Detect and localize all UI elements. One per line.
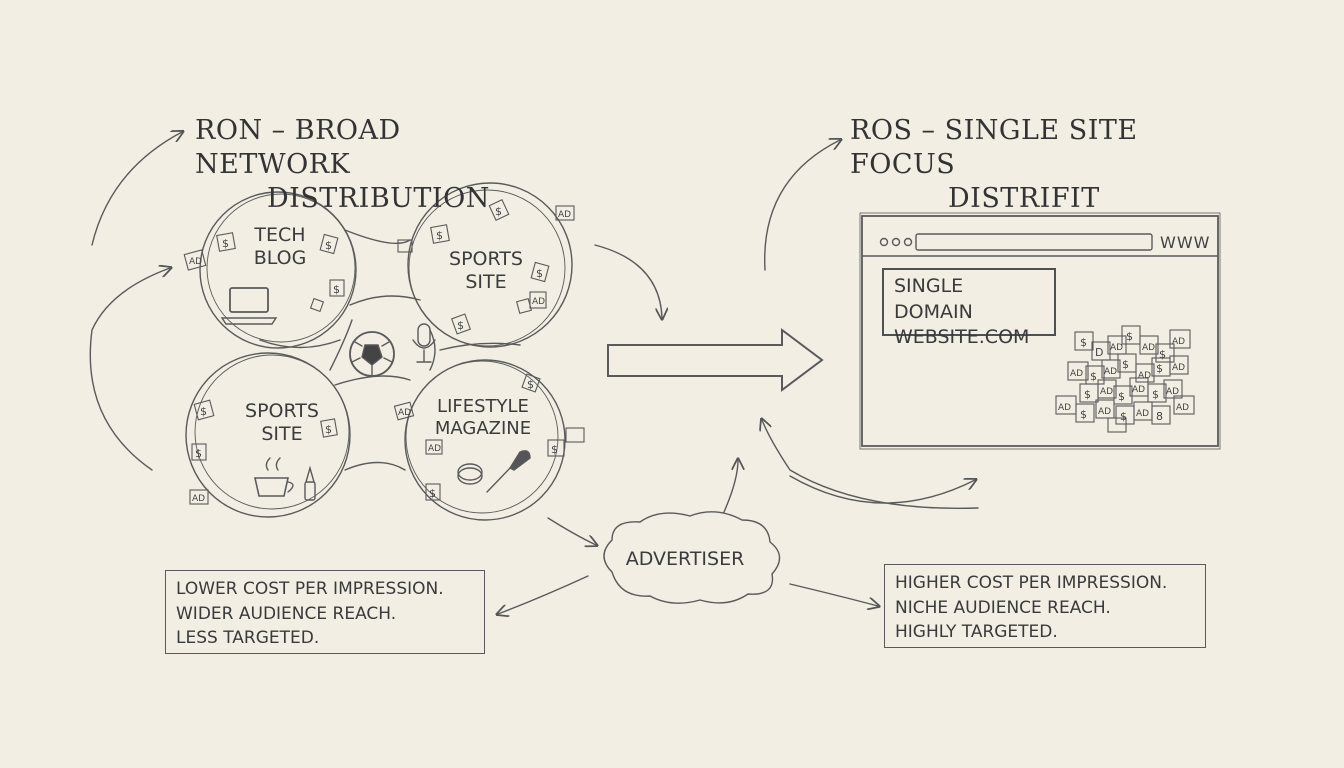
ros-title: ROS – SINGLE SITE FOCUS DISTRIFIT [850, 114, 1250, 215]
coffee-cup-icon [254, 457, 294, 497]
svg-text:AD: AD [532, 297, 545, 307]
svg-text:$: $ [1084, 388, 1091, 401]
svg-text:$: $ [222, 237, 229, 250]
svg-text:$: $ [436, 229, 443, 242]
ros-notes-box: HIGHER COST PER IMPRESSION. NICHE AUDIEN… [884, 564, 1206, 648]
svg-text:AD: AD [189, 257, 202, 267]
svg-text:$: $ [325, 423, 332, 436]
svg-text:$: $ [325, 239, 332, 252]
svg-text:$: $ [333, 283, 340, 296]
single-domain-box: SINGLE DOMAIN WEBSITE.COM [882, 268, 1056, 348]
svg-text:$: $ [495, 205, 502, 218]
site-label-sports-top: SPORTS SITE [449, 248, 523, 293]
browser-url-text: WWW [1160, 233, 1211, 252]
ron-title: RON – BROAD NETWORK DISTRIBUTION [195, 114, 555, 215]
svg-text:$: $ [200, 405, 207, 418]
svg-text:$: $ [536, 267, 543, 280]
laptop-icon [220, 287, 278, 325]
svg-text:AD: AD [1136, 409, 1149, 419]
left-curve-arrow [89, 268, 170, 471]
browser-window [859, 212, 1221, 450]
ron-note-targeting: LESS TARGETED. [176, 628, 320, 649]
top-left-curve-arrow [91, 132, 182, 246]
site-label-tech-blog: TECH BLOG [253, 224, 307, 269]
site-label-sports-bottom: SPORTS SITE [245, 400, 319, 445]
svg-text:$: $ [1126, 330, 1133, 343]
svg-text:AD: AD [1100, 387, 1113, 397]
svg-text:$: $ [195, 447, 202, 460]
ron-to-ros-arrow [607, 328, 824, 392]
ron-title-line1: RON – BROAD NETWORK [195, 115, 401, 180]
svg-text:$: $ [551, 443, 558, 456]
svg-text:AD: AD [1138, 371, 1151, 381]
ron-to-advertiser-arrow [547, 517, 596, 545]
svg-text:$: $ [457, 319, 464, 332]
compact-icon [457, 463, 483, 485]
svg-text:AD: AD [192, 494, 205, 504]
svg-text:AD: AD [1104, 367, 1117, 377]
svg-text:AD: AD [558, 210, 571, 220]
svg-text:AD: AD [428, 444, 441, 454]
svg-text:AD: AD [1058, 403, 1071, 413]
ros-note-cost: HIGHER COST PER IMPRESSION. [895, 573, 1168, 593]
domain-line2: WEBSITE.COM [894, 326, 1030, 349]
ron-ad-tags [183, 199, 585, 505]
domain-line1: SINGLE DOMAIN [894, 275, 973, 323]
ron-title-line2: DISTRIBUTION [267, 182, 490, 214]
advertiser-to-ros-note-arrow [789, 583, 878, 606]
svg-text:$: $ [527, 378, 534, 391]
advertiser-label: ADVERTISER [625, 548, 745, 570]
site-label-lifestyle: LIFESTYLE MAGAZINE [434, 396, 532, 439]
advertiser-to-ron-arrow [498, 575, 589, 614]
svg-text:D: D [1095, 346, 1103, 359]
ros-title-line1: ROS – SINGLE SITE FOCUS [850, 115, 1138, 180]
svg-text:AD: AD [1166, 387, 1179, 397]
ros-note-targeting: HIGHLY TARGETED. [895, 622, 1058, 643]
lipstick-icon [304, 465, 316, 501]
svg-text:AD: AD [398, 408, 411, 418]
ron-note-cost: LOWER COST PER IMPRESSION. [176, 579, 444, 599]
svg-text:AD: AD [1098, 407, 1111, 417]
svg-text:AD: AD [1172, 363, 1185, 373]
ron-notes-box: LOWER COST PER IMPRESSION. WIDER AUDIENC… [165, 570, 485, 654]
ron-network-cluster [185, 182, 573, 521]
ron-note-reach: WIDER AUDIENCE REACH. [176, 603, 397, 624]
svg-text:$: $ [1120, 410, 1127, 423]
ros-note-reach: NICHE AUDIENCE REACH. [895, 597, 1111, 618]
makeup-brush-icon [486, 450, 531, 493]
advertiser-to-browser-arrow [723, 460, 738, 513]
ad-tag-cluster [1055, 325, 1195, 433]
ros-title-line2: DISTRIFIT [948, 182, 1100, 214]
svg-text:$: $ [1080, 408, 1087, 421]
svg-text:AD: AD [1110, 343, 1123, 353]
svg-text:AD: AD [1142, 343, 1155, 353]
svg-text:$: $ [1080, 336, 1087, 349]
svg-text:AD: AD [1070, 369, 1083, 379]
microphone-icon [412, 323, 436, 363]
svg-text:AD: AD [1176, 403, 1189, 413]
svg-text:$: $ [1156, 362, 1163, 375]
svg-text:$: $ [1118, 390, 1125, 403]
ros-upswing-arrow [789, 475, 975, 504]
svg-text:$: $ [429, 487, 436, 500]
svg-text:$: $ [1090, 370, 1097, 383]
ron-to-browser-curve-arrow [594, 244, 662, 318]
ros-top-curve-arrow [764, 140, 840, 271]
svg-text:8: 8 [1156, 410, 1163, 423]
advertiser-cloud [603, 511, 781, 604]
ros-feedback-arrow [762, 420, 979, 510]
svg-text:$: $ [1152, 388, 1159, 401]
svg-text:$: $ [1159, 348, 1166, 361]
soccer-ball-icon [349, 331, 395, 377]
svg-text:AD: AD [1132, 385, 1145, 395]
svg-text:$: $ [1122, 358, 1129, 371]
svg-text:AD: AD [1172, 337, 1185, 347]
